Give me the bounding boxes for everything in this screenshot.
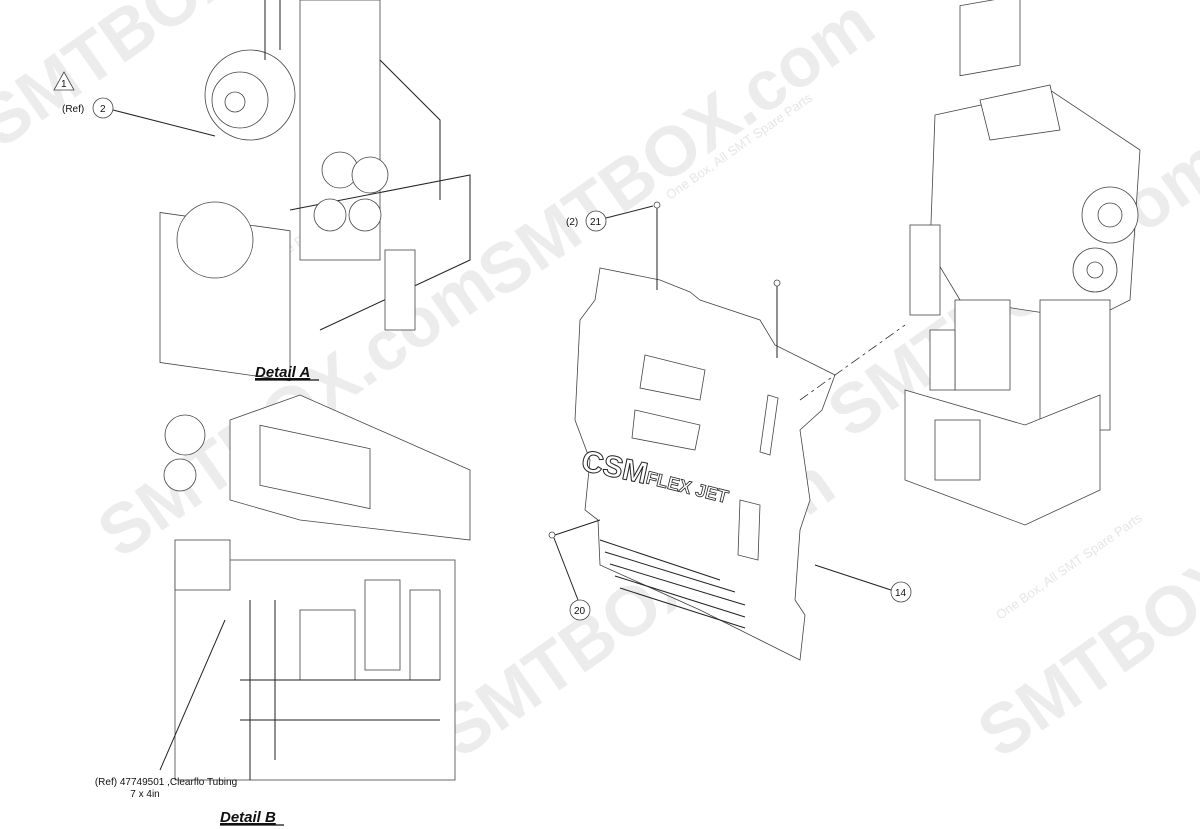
cover-panel: CSM FLEX JET xyxy=(574,267,836,661)
callout-14: 14 xyxy=(814,564,912,603)
assembly-centerline xyxy=(799,324,906,401)
dispenser-assembly xyxy=(904,0,1141,526)
screw-21 xyxy=(653,201,781,358)
screw-20 xyxy=(548,519,601,539)
svg-text:(Ref): (Ref) xyxy=(62,104,84,115)
svg-text:(2): (2) xyxy=(566,217,578,228)
tubing-note-line2: 7 x 4in xyxy=(130,789,159,800)
detail-a-label: Detail A xyxy=(255,364,310,381)
svg-text:21: 21 xyxy=(590,217,602,228)
svg-text:SMTBOX.com: SMTBOX.com xyxy=(464,0,888,312)
svg-text:1: 1 xyxy=(61,79,67,90)
callout-20: 20 xyxy=(553,537,591,621)
tubing-leader xyxy=(159,619,226,771)
detail-b-label: Detail B xyxy=(220,809,276,826)
detail-b-drawing xyxy=(163,394,471,781)
detail-a-drawing xyxy=(159,0,471,382)
svg-text:14: 14 xyxy=(895,588,907,599)
callout-21: (2) 21 xyxy=(566,205,654,232)
svg-text:2: 2 xyxy=(100,104,106,115)
svg-text:20: 20 xyxy=(574,606,586,617)
callout-note-1: 1 xyxy=(53,71,75,91)
tubing-note-line1: (Ref) 47749501 ,Clearflo Tubing xyxy=(95,777,237,788)
callout-ref-2: (Ref) 2 xyxy=(62,97,216,137)
